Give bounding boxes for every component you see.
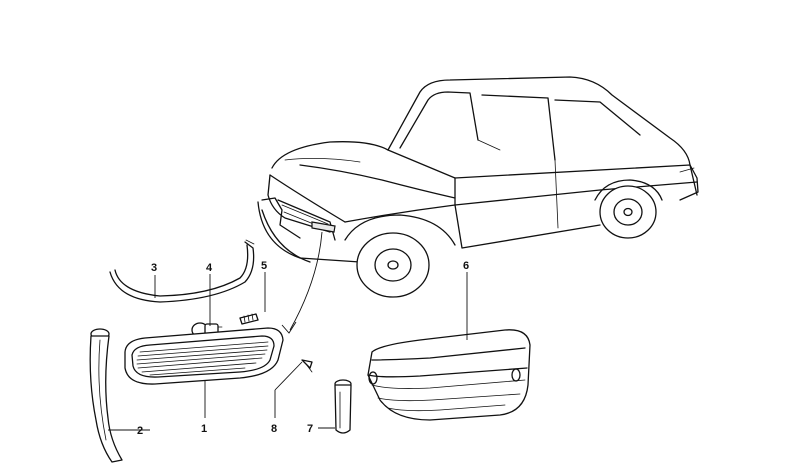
part-3-trim-strip: [109, 239, 255, 303]
callout-5: 5: [261, 260, 267, 272]
callout-8: 8: [271, 423, 277, 435]
callout-labels: 1 2 3 4 5 6 7 8: [137, 260, 469, 437]
callout-2: 2: [137, 425, 143, 437]
part-8-screw: [301, 359, 313, 373]
callout-3: 3: [151, 262, 157, 274]
part-6-bumper-end: [367, 329, 531, 421]
car-illustration: [257, 76, 699, 334]
leader-lines: [108, 272, 468, 431]
callout-7: 7: [307, 423, 313, 435]
callout-4: 4: [206, 262, 213, 274]
part-2-rubber-strip: [89, 328, 123, 463]
part-1-indicator-lens: [124, 327, 284, 385]
part-7-buffer: [334, 379, 352, 434]
part-5-clip: [239, 313, 259, 325]
callout-1: 1: [201, 423, 207, 435]
callout-6: 6: [463, 260, 469, 272]
